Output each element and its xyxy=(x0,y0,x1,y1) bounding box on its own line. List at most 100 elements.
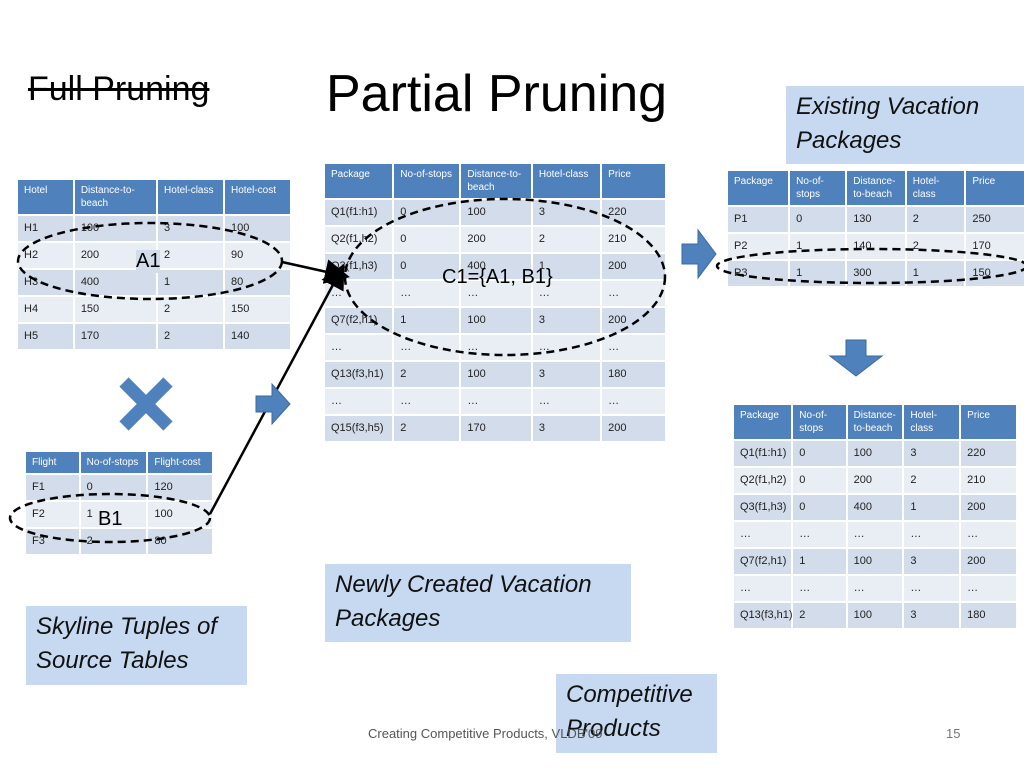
table-cell: Q7(f2,h1) xyxy=(734,549,792,574)
table-cell: 200 xyxy=(602,254,665,279)
table-cell: 0 xyxy=(793,468,846,493)
column-header: Flight-cost xyxy=(148,452,212,473)
skyline-tuples-callout: Skyline Tuples of Source Tables xyxy=(26,606,247,685)
column-header: Distance-to-beach xyxy=(74,180,157,214)
table-cell: … xyxy=(793,522,846,547)
hotel-table-header: Hotel Distance-to-beach Hotel-class Hote… xyxy=(18,180,290,214)
table-cell: … xyxy=(532,389,601,414)
table-cell: 250 xyxy=(966,207,1024,232)
table-cell: 2 xyxy=(906,207,965,232)
table-cell: 2 xyxy=(158,243,223,268)
column-header: No-of-stops xyxy=(793,405,846,439)
table-cell: … xyxy=(602,389,665,414)
table-cell: Q2(f1,h2) xyxy=(325,227,393,252)
table-cell: 140 xyxy=(847,234,905,259)
page-number: 15 xyxy=(946,726,961,741)
table-row: …………… xyxy=(325,389,665,414)
table-cell: P2 xyxy=(728,234,789,259)
table-cell: 3 xyxy=(904,441,960,466)
column-header: Hotel-cost xyxy=(225,180,290,214)
full-pruning-title: Full Pruning xyxy=(28,70,210,108)
table-cell: 120 xyxy=(148,475,212,500)
table-cell: 100 xyxy=(461,308,531,333)
table-cell: 0 xyxy=(394,227,460,252)
table-cell: … xyxy=(394,281,460,306)
column-header: No-of-stops xyxy=(394,164,460,198)
partial-pruning-title: Partial Pruning xyxy=(326,65,668,123)
table-cell: 100 xyxy=(148,502,212,527)
table-cell: 3 xyxy=(532,362,601,387)
table-cell: 170 xyxy=(461,416,531,441)
table-cell: … xyxy=(961,576,1016,601)
table-cell: Q2(f1,h2) xyxy=(734,468,792,493)
footer-text: Creating Competitive Products, VLDB'09 xyxy=(368,726,603,741)
table-cell: 100 xyxy=(461,200,531,225)
table-cell: 100 xyxy=(461,362,531,387)
table-cell: Q13(f3,h1) xyxy=(325,362,393,387)
table-cell: 2 xyxy=(532,227,601,252)
table-cell: 2 xyxy=(394,416,460,441)
table-cell: … xyxy=(461,281,531,306)
table-cell: 2 xyxy=(158,324,223,349)
table-cell: 2 xyxy=(158,297,223,322)
table-cell: … xyxy=(793,576,846,601)
table-cell: F2 xyxy=(26,502,79,527)
ellipse-p2 xyxy=(715,247,1024,285)
table-cell: 2 xyxy=(793,603,846,628)
table-cell: 1 xyxy=(790,234,846,259)
table-cell: … xyxy=(734,576,792,601)
table-cell: 1 xyxy=(532,254,601,279)
table-cell: 180 xyxy=(602,362,665,387)
table-cell: … xyxy=(734,522,792,547)
table-cell: 2 xyxy=(906,234,965,259)
table-cell: H3 xyxy=(18,270,73,295)
existing-packages-table: Package No-of-stops Distance-to-beach Ho… xyxy=(726,169,1024,288)
table-cell: 200 xyxy=(602,416,665,441)
flight-table-header: Flight No-of-stops Flight-cost xyxy=(26,452,212,473)
table-cell: … xyxy=(532,281,601,306)
table-cell: 100 xyxy=(847,549,903,574)
column-header: Hotel-class xyxy=(158,180,223,214)
column-header: Package xyxy=(325,164,393,198)
table-cell: 170 xyxy=(74,324,157,349)
table-cell: 3 xyxy=(532,416,601,441)
label-c1: C1={A1, B1} xyxy=(442,266,553,288)
table-cell: Q15(f3,h5) xyxy=(325,416,393,441)
competitive-table-header: Package No-of-stops Distance-to-beach Ho… xyxy=(734,405,1016,439)
table-cell: 2 xyxy=(394,362,460,387)
table-cell: Q1(f1:h1) xyxy=(734,441,792,466)
table-cell: 3 xyxy=(532,308,601,333)
table-cell: 210 xyxy=(602,227,665,252)
table-cell: 0 xyxy=(790,207,846,232)
column-header: Hotel-class xyxy=(532,164,601,198)
table-cell: 1 xyxy=(394,308,460,333)
column-header: Package xyxy=(734,405,792,439)
table-cell: 220 xyxy=(602,200,665,225)
table-cell: 100 xyxy=(847,441,903,466)
column-header: Hotel xyxy=(18,180,73,214)
table-row: …………… xyxy=(325,281,665,306)
table-cell: 130 xyxy=(847,207,905,232)
table-cell: H5 xyxy=(18,324,73,349)
column-header: Hotel-class xyxy=(904,405,960,439)
table-cell: … xyxy=(461,335,531,360)
table-cell: 200 xyxy=(602,308,665,333)
table-cell: 140 xyxy=(225,324,290,349)
table-cell: 100 xyxy=(225,216,290,241)
table-cell: H4 xyxy=(18,297,73,322)
table-cell: Q7(f2,h1) xyxy=(325,308,393,333)
table-cell: … xyxy=(325,389,393,414)
table-cell: 180 xyxy=(961,603,1016,628)
newly-created-callout: Newly Created Vacation Packages xyxy=(325,564,631,642)
table-cell: … xyxy=(532,335,601,360)
